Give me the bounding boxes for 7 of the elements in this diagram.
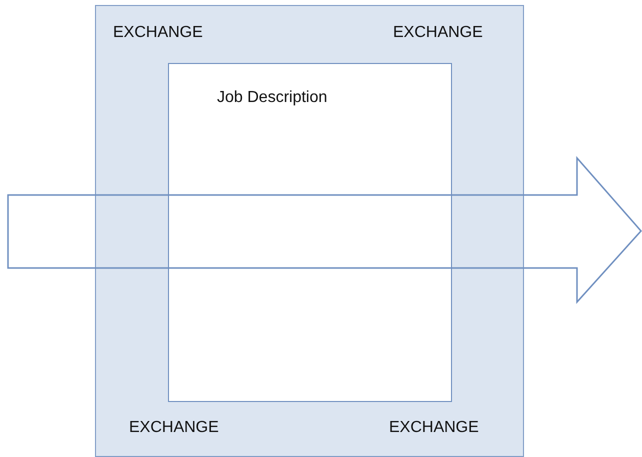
panel-label: EXCHANGE: [129, 419, 219, 437]
job-description-card: [168, 63, 452, 402]
panel-label: EXCHANGE: [389, 419, 479, 437]
card-title: Job Description: [217, 89, 328, 107]
panel-label: EXCHANGE: [113, 24, 203, 42]
exchange-panel: [95, 5, 524, 457]
panel-label: EXCHANGE: [393, 24, 483, 42]
